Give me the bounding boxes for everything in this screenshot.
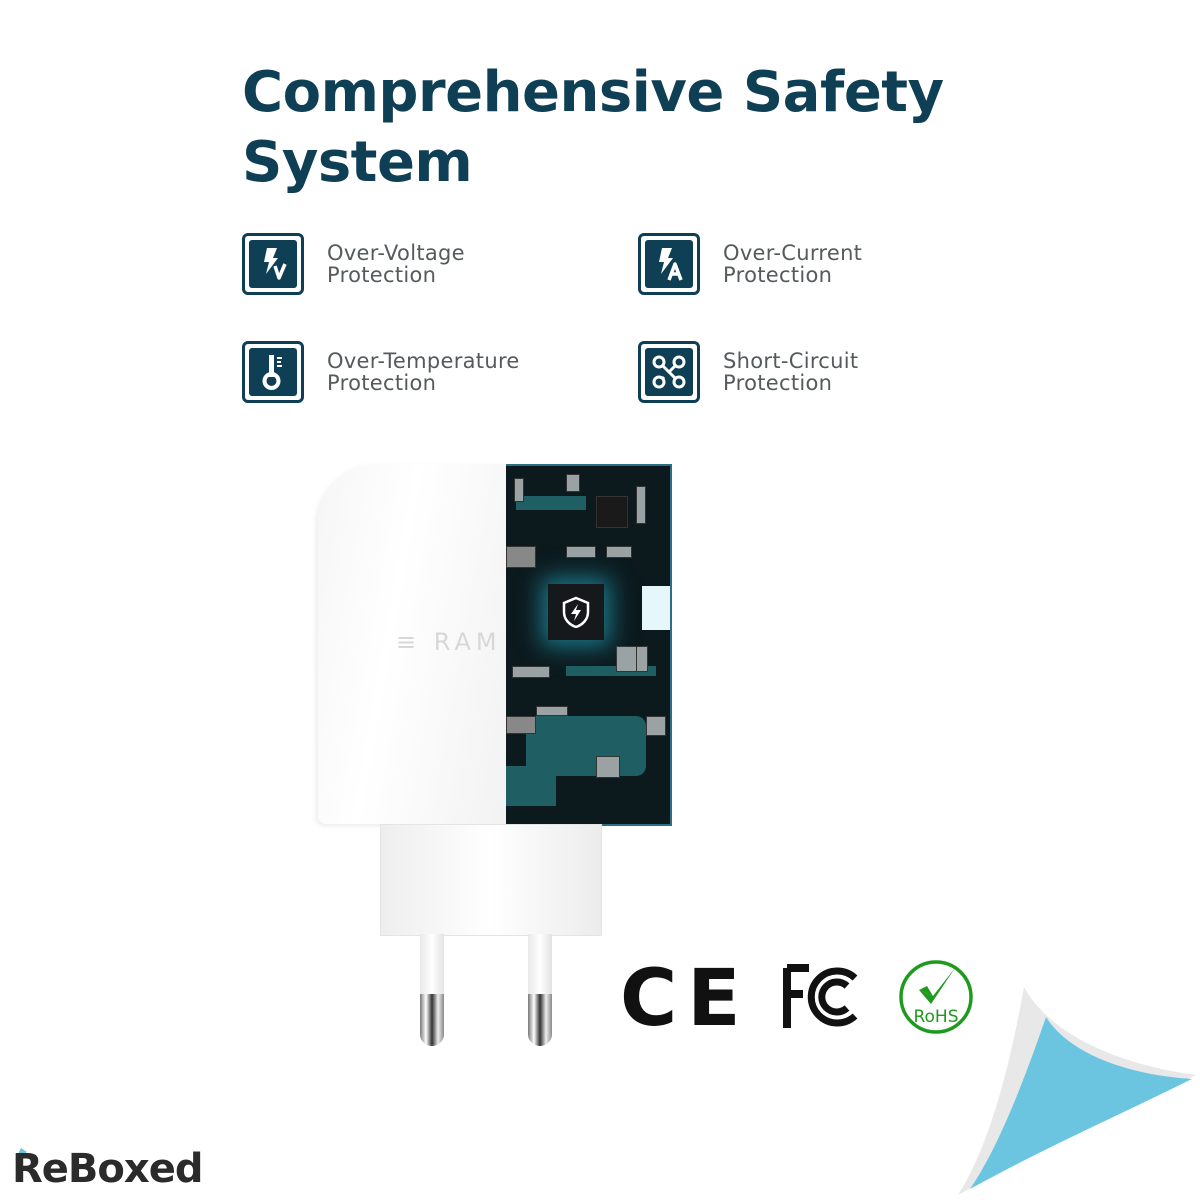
page-curl-icon [958,987,1196,1195]
title-line-1: Comprehensive Safety [242,60,944,125]
charger-housing: ≡ RAM [318,464,508,824]
brand-emboss: ≡ RAM [396,628,502,656]
svg-text:RoHS: RoHS [913,1007,958,1027]
feature-title: Over-Voltage [327,241,465,265]
feature-subtitle: Protection [723,263,833,287]
over-current-icon [638,233,700,295]
plug-pin-right [528,934,552,1046]
certification-logos: CE RoHS [620,958,975,1040]
page-title: Comprehensive Safety System [242,58,962,198]
feature-over-voltage: Over-Voltage Protection [242,233,465,295]
reboxed-logo: ReBoxed [12,1146,203,1192]
feature-over-current: Over-Current Protection [638,233,862,295]
rohs-mark-icon: RoHS [897,958,975,1040]
feature-subtitle: Protection [327,371,437,395]
ce-mark-icon: CE [620,954,751,1044]
feature-over-temperature: Over-Temperature Protection [242,341,520,403]
feature-subtitle: Protection [723,371,833,395]
plug-pin-left [420,934,444,1046]
charger-product-image: ≡ RAM [318,462,674,1052]
fcc-mark-icon [782,964,863,1034]
feature-short-circuit: Short-Circuit Protection [638,341,858,403]
feature-title: Over-Temperature [327,349,520,373]
logo-flap-icon [15,1148,27,1160]
title-line-2: System [242,130,473,195]
feature-title: Short-Circuit [723,349,859,373]
over-voltage-icon [242,233,304,295]
circuit-board [506,464,672,826]
over-temperature-icon [242,341,304,403]
feature-title: Over-Current [723,241,863,265]
plug-base [380,824,602,936]
short-circuit-icon [638,341,700,403]
feature-subtitle: Protection [327,263,437,287]
shield-lightning-icon [548,584,604,640]
